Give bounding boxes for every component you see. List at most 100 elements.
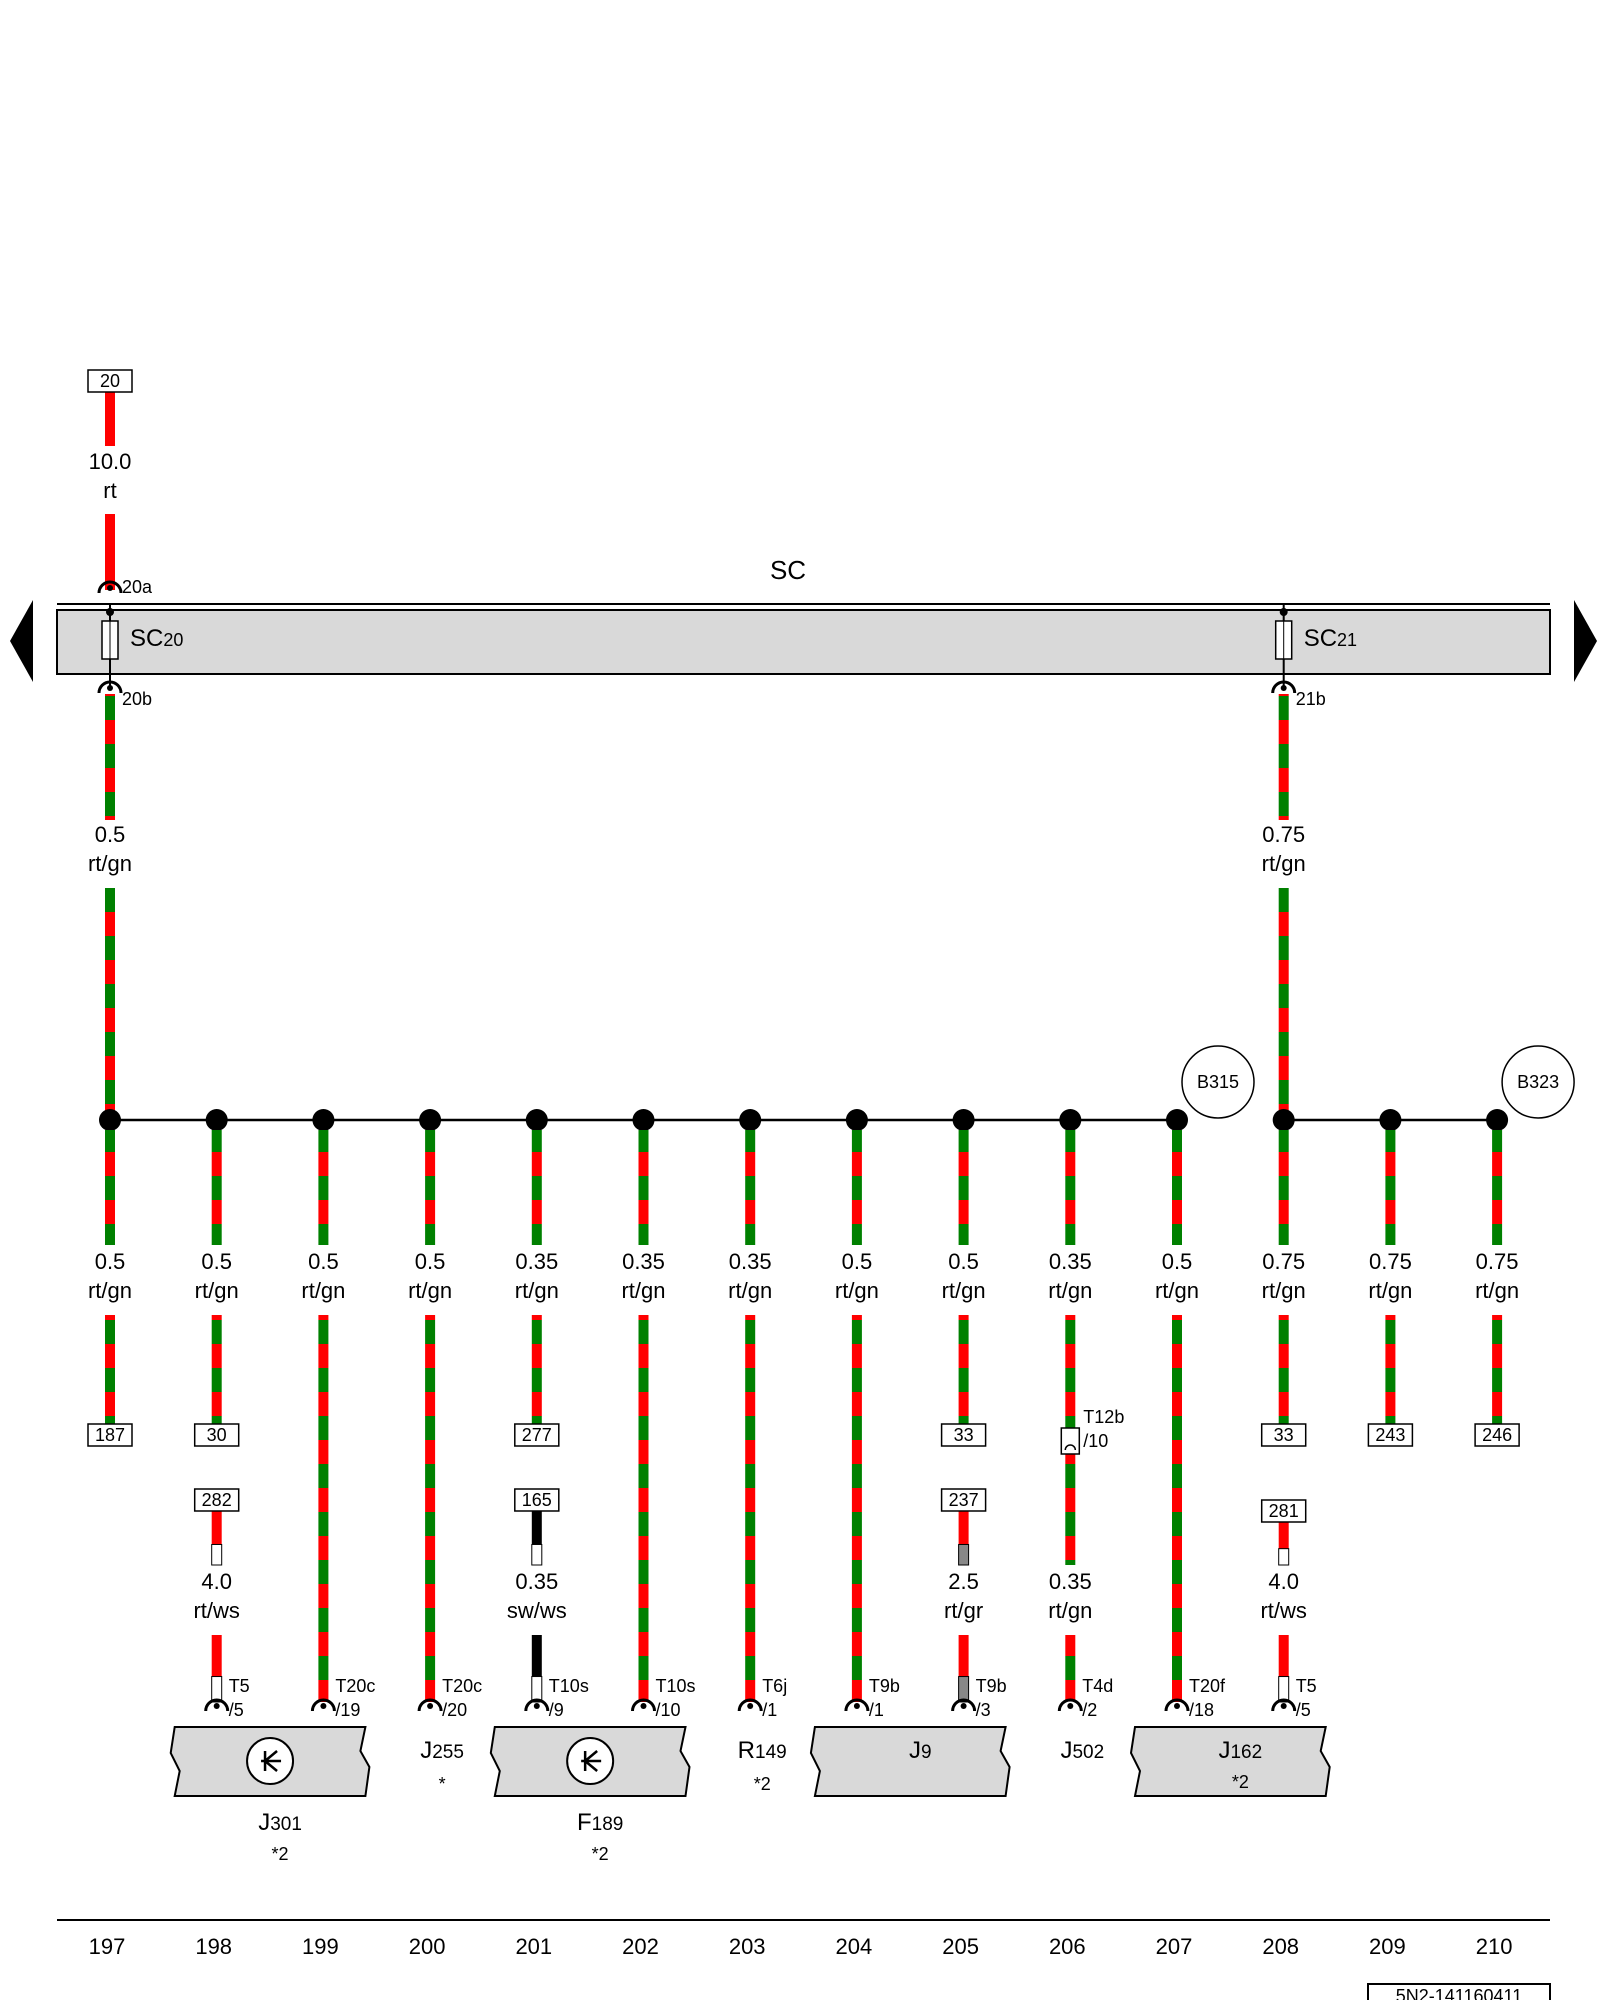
- lower-color-1: sw/ws: [507, 1598, 567, 1623]
- column-number-10: 207: [1156, 1934, 1193, 1959]
- feed-ref-box[interactable]: 20: [87, 369, 133, 393]
- inline-wire-end-9: [1065, 1635, 1076, 1700]
- branch-size-10: 0.5: [1162, 1249, 1193, 1274]
- branch-wire-upper-8: [958, 1130, 969, 1245]
- arrow-right-icon[interactable]: [1574, 600, 1597, 682]
- lower-ref-box-2[interactable]: 237: [940, 1488, 987, 1512]
- lower-wire-upper-0: [211, 1543, 223, 1566]
- doc-code: 5N2-141160411: [1396, 1986, 1522, 2000]
- connector-name-10: T5: [1296, 1676, 1317, 1696]
- component-note-6: *2: [1232, 1772, 1249, 1792]
- branch-wire-upper-11: [1278, 1130, 1289, 1245]
- lower-wire-upper-0: [211, 1511, 222, 1545]
- branch-ref-box-4[interactable]: 277: [514, 1423, 560, 1447]
- splice-node-11: [1272, 1109, 1295, 1131]
- fuse-label-0: SC20: [130, 625, 183, 652]
- connector-pin-label-9: /18: [1189, 1700, 1214, 1720]
- fuse-out-pin-0-dot: [107, 685, 113, 691]
- riser-size-1: 0.75: [1262, 822, 1305, 847]
- fuse-out-pin-0: [97, 680, 123, 694]
- connector-pin-6: [844, 1698, 870, 1712]
- component-symbol-glyph-0: [261, 1750, 282, 1772]
- branch-color-11: rt/gn: [1262, 1278, 1306, 1303]
- branch-ref-box-1-frame: [193, 1423, 240, 1447]
- doc-code-box: 5N2-141160411: [1367, 1983, 1551, 2000]
- branch-size-5: 0.35: [622, 1249, 665, 1274]
- connector-name-5: T6j: [762, 1676, 787, 1696]
- branch-size-1: 0.5: [201, 1249, 232, 1274]
- fuse-in-pin-label-0: 20a: [122, 577, 153, 597]
- lower-ref-box-1[interactable]: 165: [514, 1488, 560, 1512]
- component-label-6: J162: [1218, 1737, 1262, 1764]
- branch-ref-box-1[interactable]: 30: [193, 1423, 240, 1447]
- branch-wire-lower-6: [745, 1315, 756, 1702]
- branch-wire-upper-0: [105, 1130, 115, 1245]
- component-label-2: F189: [577, 1809, 623, 1836]
- lower-wire-upper-4: [1278, 1548, 1290, 1566]
- lower-ref-box-0[interactable]: 282: [193, 1488, 240, 1512]
- splice-label-0: B315: [1197, 1072, 1239, 1092]
- connector-pin-label-7: /3: [976, 1700, 991, 1720]
- lower-ref-box-4[interactable]: 281: [1260, 1499, 1307, 1523]
- branch-ref-box-8[interactable]: 33: [940, 1423, 987, 1447]
- feed-ref-box-text: 20: [100, 371, 120, 391]
- inline-wire-below-9: [1065, 1454, 1076, 1565]
- fuse-out-pin-1: [1271, 680, 1297, 694]
- branch-ref-box-11[interactable]: 33: [1260, 1423, 1307, 1447]
- fuse-label-1: SC21: [1304, 625, 1357, 652]
- connector-pin-0: [204, 1698, 230, 1712]
- fuse-in-pin-0-dot: [107, 585, 113, 591]
- connector-pin-10: [1271, 1698, 1297, 1712]
- connector-name-8: T4d: [1082, 1676, 1113, 1696]
- connector-pin-label-5: /1: [762, 1700, 777, 1720]
- branch-ref-box-12[interactable]: 243: [1367, 1423, 1414, 1447]
- riser-wire-lower-1: [1278, 888, 1289, 1120]
- connector-pin-5-dot: [747, 1703, 754, 1709]
- lower-ref-box-1-text: 165: [522, 1490, 552, 1510]
- connector-pin-label-3: /9: [549, 1700, 564, 1720]
- fuse-out-pin-label-0: 20b: [122, 689, 152, 709]
- labels-layer: 2010.0rtSC2020a20bSC2121b0.5rt/gn0.75rt/…: [87, 369, 1575, 1864]
- splice-node-0: [99, 1109, 121, 1131]
- splice-node-6: [739, 1109, 762, 1131]
- lower-size-4: 4.0: [1268, 1569, 1299, 1594]
- splice-node-7: [845, 1109, 868, 1131]
- branch-wire-upper-12: [1385, 1130, 1396, 1245]
- component-note-2: *2: [592, 1844, 609, 1864]
- connector-pin-label-0: /5: [229, 1700, 244, 1720]
- inline-connector-name-9: T12b: [1083, 1407, 1124, 1427]
- connector-pin-label-4: /10: [656, 1700, 681, 1720]
- lower-wire-upper-2: [958, 1543, 970, 1566]
- branch-wire-lower-2: [318, 1315, 329, 1702]
- branch-ref-box-0[interactable]: 187: [87, 1423, 133, 1447]
- riser-wire-lower-0: [105, 888, 115, 1120]
- branch-ref-box-13[interactable]: 246: [1474, 1423, 1520, 1447]
- splice-badge-0: [1181, 1045, 1255, 1119]
- connector-pin-7: [951, 1698, 977, 1712]
- riser-size-0: 0.5: [95, 822, 126, 847]
- branch-color-8: rt/gn: [942, 1278, 986, 1303]
- column-number-4: 201: [515, 1934, 552, 1959]
- branch-wire-upper-2: [318, 1130, 329, 1245]
- branch-size-13: 0.75: [1476, 1249, 1519, 1274]
- connector-pin-label-1: /19: [335, 1700, 360, 1720]
- connector-pin-1: [310, 1698, 336, 1712]
- connector-pin-5: [737, 1698, 763, 1712]
- inline-connector-pin-9: [1064, 1444, 1077, 1451]
- branch-color-0: rt/gn: [88, 1278, 132, 1303]
- connector-pin-6-dot: [853, 1703, 860, 1709]
- splice-node-1: [205, 1109, 228, 1131]
- lower-ref-box-0-frame: [193, 1488, 240, 1512]
- component-box-4: [809, 1726, 1011, 1797]
- connector-pin-4-dot: [640, 1703, 647, 1709]
- branch-color-1: rt/gn: [195, 1278, 239, 1303]
- branch-wire-upper-6: [745, 1130, 756, 1245]
- connector-pin-2: [417, 1698, 443, 1712]
- column-number-3: 200: [409, 1934, 446, 1959]
- connector-name-6: T9b: [869, 1676, 900, 1696]
- connector-pin-0-dot: [213, 1703, 220, 1709]
- branch-color-5: rt/gn: [621, 1278, 665, 1303]
- arrow-left-icon[interactable]: [10, 600, 33, 682]
- column-number-9: 206: [1049, 1934, 1086, 1959]
